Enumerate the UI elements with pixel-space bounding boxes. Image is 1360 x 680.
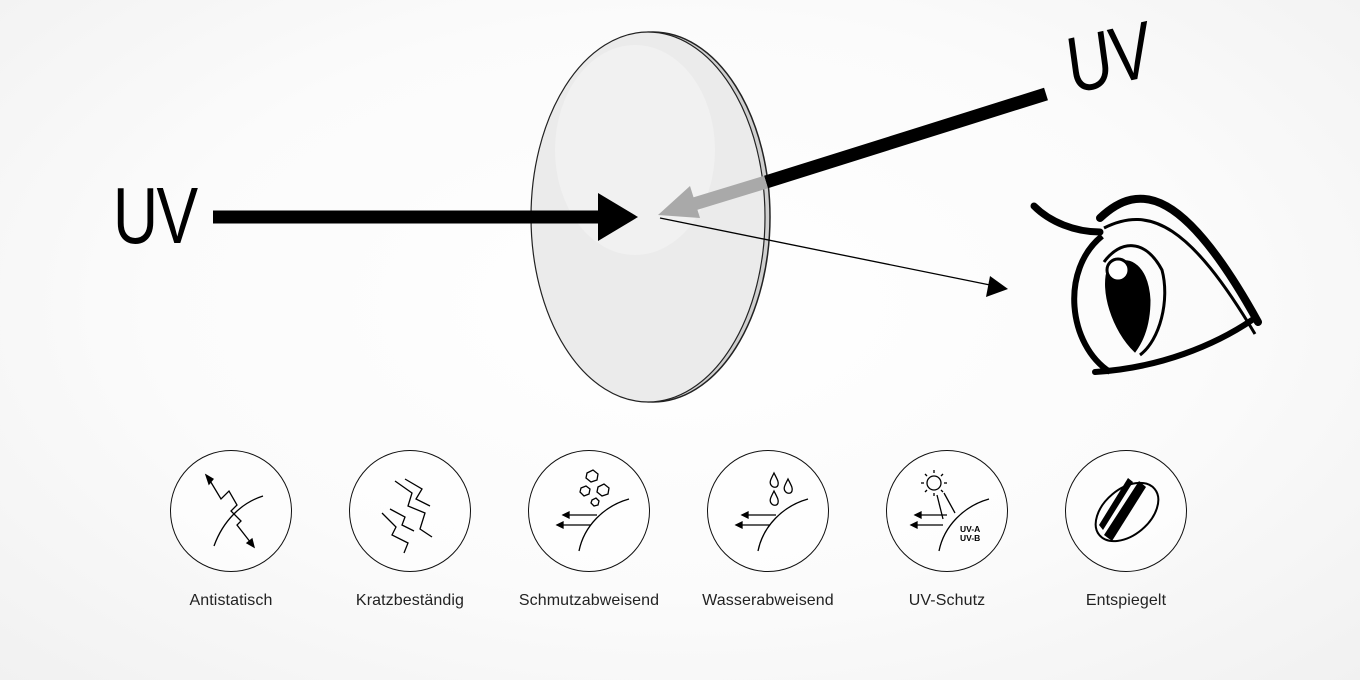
uv-reflected-arrowhead <box>658 186 700 218</box>
feature-label-scratch-resistant: Kratzbeständig <box>355 592 465 609</box>
feature-label-antistatic: Antistatisch <box>189 592 273 609</box>
feature-label-dirt-repellent: Schmutzabweisend <box>518 592 660 609</box>
eye-icon <box>1030 194 1262 375</box>
uv-reflected-shaft <box>692 175 768 211</box>
uv-a-label: UV-A <box>960 524 981 534</box>
feature-antistatic: Antistatisch <box>141 450 321 620</box>
visible-light-line <box>659 217 991 286</box>
feature-label-anti-reflective: Entspiegelt <box>1085 592 1167 609</box>
uv-b-label: UV-B <box>960 533 981 543</box>
feature-uv-protection: UV-A UV-B UV-Schutz <box>857 450 1037 620</box>
feature-anti-reflective: Entspiegelt <box>1036 450 1216 620</box>
uv-ab-text: UV-A UV-B <box>960 525 980 543</box>
uv-left-label: UV <box>113 171 198 260</box>
uv-left-arrowhead <box>598 193 638 241</box>
antistatic-icon <box>170 450 292 572</box>
dirt-repellent-icon <box>528 450 650 572</box>
water-repellent-icon <box>707 450 829 572</box>
uv-protection-icon: UV-A UV-B <box>886 450 1008 572</box>
feature-label-water-repellent: Wasserabweisend <box>702 592 834 609</box>
feature-label-uv-protection: UV-Schutz <box>908 592 986 609</box>
anti-reflective-icon <box>1065 450 1187 572</box>
uv-right-label: UV <box>1061 4 1156 111</box>
scratch-resistant-icon <box>349 450 471 572</box>
feature-water-repellent: Wasserabweisend <box>678 450 858 620</box>
feature-dirt-repellent: Schmutzabweisend <box>499 450 679 620</box>
feature-scratch-resistant: Kratzbeständig <box>320 450 500 620</box>
visible-light-arrowhead <box>986 276 1008 297</box>
uv-right-arrow-shaft <box>764 87 1048 189</box>
